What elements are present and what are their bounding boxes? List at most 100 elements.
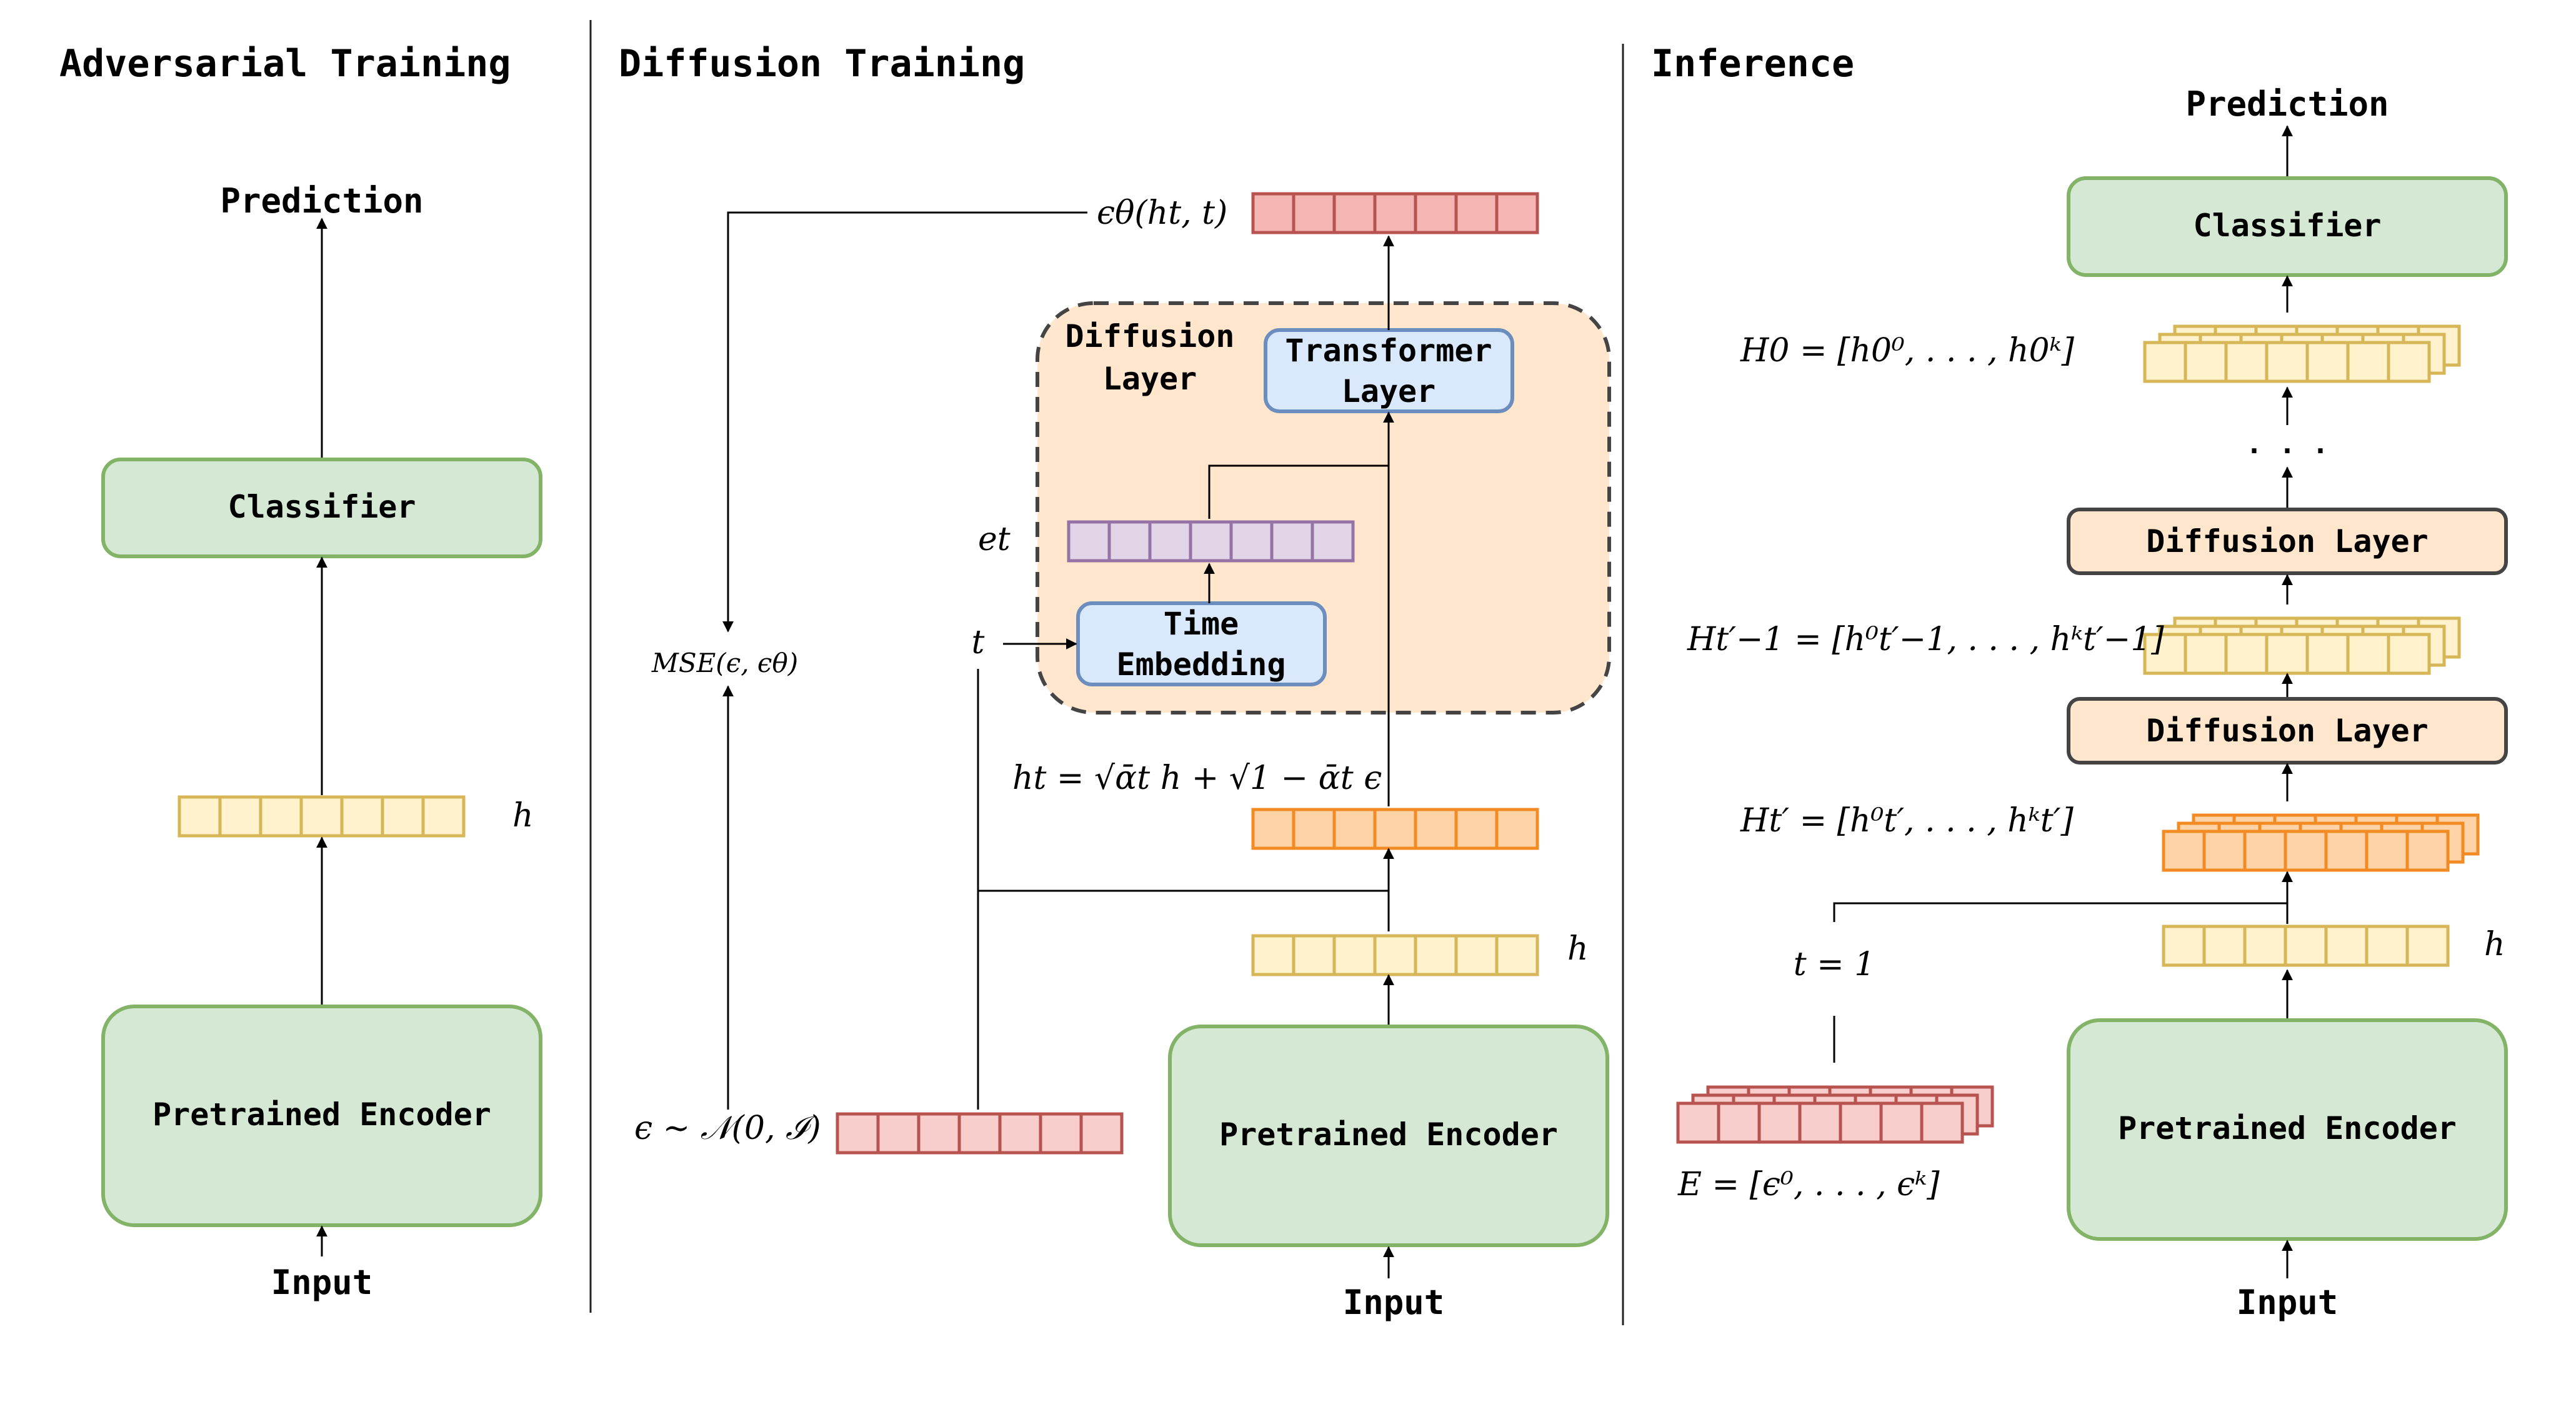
dt-ht-cell [1414, 808, 1458, 850]
inf-e-layer0-cell [1676, 1101, 1720, 1144]
inf-Htm1-label: Ht′−1 = [h⁰t′−1, . . . , hᵏt′−1] [1687, 621, 2164, 658]
dt-ht-equation: ht = √ᾱt h + √1 − ᾱt ϵ [1012, 760, 1382, 797]
inf-E-label: E = [ϵ⁰, . . . , ϵᵏ] [1677, 1166, 1940, 1203]
dt-h-vector [1251, 934, 1539, 976]
inf-h-cell [2405, 925, 2450, 967]
inf-encoder-box [2067, 1018, 2508, 1241]
dt-ht-cell [1292, 808, 1336, 850]
dt-transformer-label-2: Layer [1342, 373, 1436, 409]
dt-h-cell [1251, 934, 1295, 976]
inf-h-cell [2162, 925, 2206, 967]
inf-htm1-layer0-cell [2184, 633, 2228, 675]
dt-et-cell [1067, 520, 1111, 563]
dt-et-cell [1229, 520, 1274, 563]
inf-h0-layer0-cell [2305, 341, 2350, 383]
dt-encoder-label: Pretrained Encoder [1219, 1116, 1558, 1153]
section-title-diffusion: Diffusion Training [619, 42, 1025, 86]
dt-eps-cell [876, 1112, 921, 1155]
dt-et-cell [1270, 520, 1314, 563]
inf-e-layer0-cell [1879, 1101, 1924, 1144]
dt-eps-cell [1079, 1112, 1124, 1155]
inf-Ht-stack [2162, 813, 2480, 872]
dt-eps-vector [836, 1112, 1124, 1155]
adv-h-label: h [512, 797, 534, 835]
inf-prediction-label: Prediction [2185, 84, 2389, 124]
inf-h-cell [2324, 925, 2369, 967]
inf-h-vector [2162, 925, 2450, 967]
dt-epstheta-cell [1251, 192, 1295, 234]
dt-encoder-box [1168, 1025, 1609, 1247]
inf-ht-layer0-cell [2324, 830, 2369, 872]
inf-line-t1-junction [1833, 902, 2287, 922]
inf-diffusion-layer-a-label: Diffusion Layer [2146, 523, 2429, 559]
dt-ht-vector [1251, 808, 1539, 850]
dt-ht-cell [1332, 808, 1377, 850]
dt-et-cell [1148, 520, 1192, 563]
inf-dots: . . . [2246, 428, 2329, 460]
adv-h-cell [177, 795, 222, 838]
dt-h-cell [1414, 934, 1458, 976]
dt-eps-cell [957, 1112, 1002, 1155]
diffusion-layer-region-label-1: Diffusion [1066, 318, 1235, 354]
adv-h-cell [381, 795, 425, 838]
adv-h-cell [299, 795, 344, 838]
dt-eps-theta-vector [1251, 192, 1539, 234]
dt-et-cell [1189, 520, 1233, 563]
dt-epstheta-cell [1414, 192, 1458, 234]
inf-classifier-box [2067, 176, 2508, 277]
inf-diffusion-layer-a [2067, 508, 2508, 575]
inf-h0-layer0-cell [2184, 341, 2228, 383]
inf-htm1-layer0-cell [2305, 633, 2350, 675]
inf-h-cell [2365, 925, 2409, 967]
inf-ht-layer0-cell [2284, 830, 2328, 872]
dt-epstheta-cell [1495, 192, 1539, 234]
dt-h-cell [1495, 934, 1539, 976]
inf-h-cell [2284, 925, 2328, 967]
inf-diffusion-layer-b [2067, 697, 2508, 765]
dt-t-label: t [972, 624, 985, 661]
inf-ht-layer0-cell [2365, 830, 2409, 872]
dt-eps-cell [836, 1112, 880, 1155]
inf-Ht-label: Ht′ = [h⁰t′, . . . , hᵏt′] [1740, 802, 2074, 840]
dt-input-label: Input [1343, 1283, 1445, 1322]
inf-e-layer0-cell [1920, 1101, 1964, 1144]
inf-E-stack [1676, 1085, 1994, 1144]
dt-eps-cell [1039, 1112, 1083, 1155]
inf-encoder-label: Pretrained Encoder [2118, 1110, 2457, 1146]
dt-et-cell [1310, 520, 1355, 563]
dt-eps-theta-label: ϵθ(ht, t) [1097, 194, 1227, 232]
inf-htm1-layer0-cell [2224, 633, 2269, 675]
dt-transformer-label-1: Transformer [1285, 333, 1492, 369]
dt-h-label: h [1567, 930, 1589, 968]
section-title-inference: Inference [1651, 42, 1854, 86]
inf-diffusion-layer-b-label: Diffusion Layer [2146, 713, 2429, 749]
adv-prediction-label: Prediction [220, 181, 423, 221]
inf-h0-layer0-cell [2265, 341, 2309, 383]
dt-line-epstheta-to-mse [722, 211, 1087, 633]
dt-et-cell [1107, 520, 1152, 563]
inf-h0-layer0-cell [2143, 341, 2187, 383]
dt-h-cell [1373, 934, 1417, 976]
dt-time-embedding-box [1076, 601, 1327, 686]
adv-h-cell [340, 795, 384, 838]
inf-h0-layer0-cell [2346, 341, 2390, 383]
dt-h-cell [1292, 934, 1336, 976]
inf-ht-layer0-cell [2162, 830, 2206, 872]
inf-H0-label: H0 = [h0⁰, . . . , h0ᵏ] [1740, 332, 2075, 369]
inf-e-layer0-cell [1798, 1101, 1842, 1144]
inf-h0-layer0-cell [2387, 341, 2431, 383]
inf-h-label: h [2484, 926, 2505, 963]
dt-eps-cell [917, 1112, 961, 1155]
adv-encoder-box [101, 1005, 542, 1227]
adv-input-label: Input [271, 1263, 373, 1302]
inf-e-layer0-cell [1839, 1101, 1883, 1144]
inf-input-label: Input [2237, 1283, 2339, 1322]
dt-h-cell [1332, 934, 1377, 976]
dt-epstheta-cell [1332, 192, 1377, 234]
inf-h-cell [2202, 925, 2247, 967]
dt-ht-cell [1251, 808, 1295, 850]
dt-et-vector [1067, 520, 1355, 563]
inf-e-layer0-cell [1717, 1101, 1761, 1144]
inf-htm1-layer0-cell [2143, 633, 2187, 675]
